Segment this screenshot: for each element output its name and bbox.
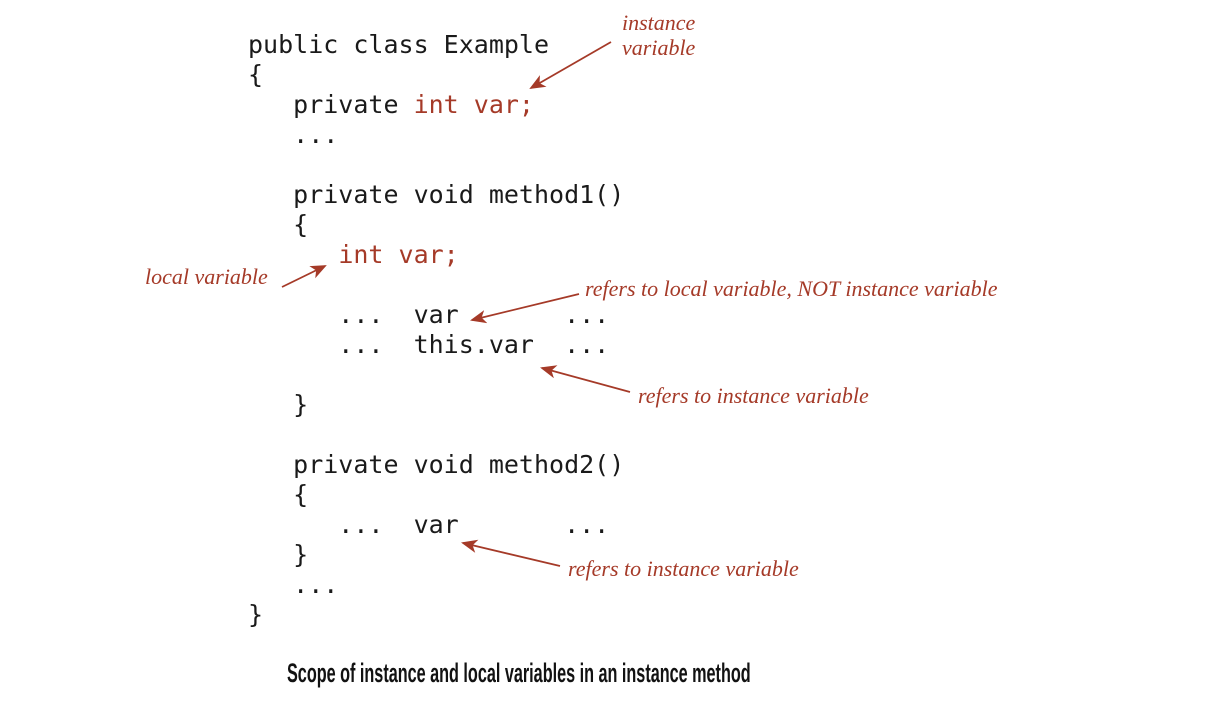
- code-line: public class Example: [248, 30, 624, 60]
- code-red-text: int var;: [413, 90, 534, 119]
- code-text: }: [248, 540, 309, 569]
- code-line: int var;: [248, 240, 624, 270]
- code-line: ... var ...: [248, 300, 624, 330]
- code-text: ... var ...: [248, 510, 610, 539]
- label-refers-to-instance-variable-method2: refers to instance variable: [568, 556, 799, 581]
- label-line: instance: [622, 10, 696, 35]
- code-text: private void method1(): [248, 180, 625, 209]
- code-line: ... this.var ...: [248, 330, 624, 360]
- code-text: ... var ...: [248, 300, 610, 329]
- code-line: [248, 270, 624, 300]
- code-text: }: [248, 600, 264, 629]
- label-refers-to-local-variable: refers to local variable, NOT instance v…: [585, 276, 998, 301]
- code-line: [248, 150, 624, 180]
- code-text: private: [248, 90, 414, 119]
- code-line: {: [248, 60, 624, 90]
- code-text: {: [248, 60, 264, 89]
- code-line: private void method1(): [248, 180, 624, 210]
- code-text: ...: [248, 120, 339, 149]
- code-line: {: [248, 480, 624, 510]
- figure-caption: Scope of instance and local variables in…: [287, 658, 751, 688]
- code-text: }: [248, 390, 309, 419]
- code-text: public class Example: [248, 30, 550, 59]
- code-line: ...: [248, 570, 624, 600]
- code-block: public class Example{ private int var; .…: [248, 30, 624, 630]
- code-line: ... var ...: [248, 510, 624, 540]
- code-line: private void method2(): [248, 450, 624, 480]
- code-red-text: int var;: [338, 240, 459, 269]
- code-text: ...: [248, 570, 339, 599]
- code-line: }: [248, 540, 624, 570]
- label-instance-variable: instance variable: [622, 10, 695, 60]
- label-local-variable: local variable: [145, 264, 268, 289]
- code-text: {: [248, 480, 309, 509]
- code-line: }: [248, 390, 624, 420]
- label-refers-to-instance-variable-this: refers to instance variable: [638, 383, 869, 408]
- code-text: {: [248, 210, 309, 239]
- code-line: ...: [248, 120, 624, 150]
- code-line: }: [248, 600, 624, 630]
- code-line: {: [248, 210, 624, 240]
- label-line: variable: [622, 35, 696, 60]
- code-line: private int var;: [248, 90, 624, 120]
- code-line: [248, 360, 624, 390]
- code-text: ... this.var ...: [248, 330, 610, 359]
- code-line: [248, 420, 624, 450]
- code-text: private void method2(): [248, 450, 625, 479]
